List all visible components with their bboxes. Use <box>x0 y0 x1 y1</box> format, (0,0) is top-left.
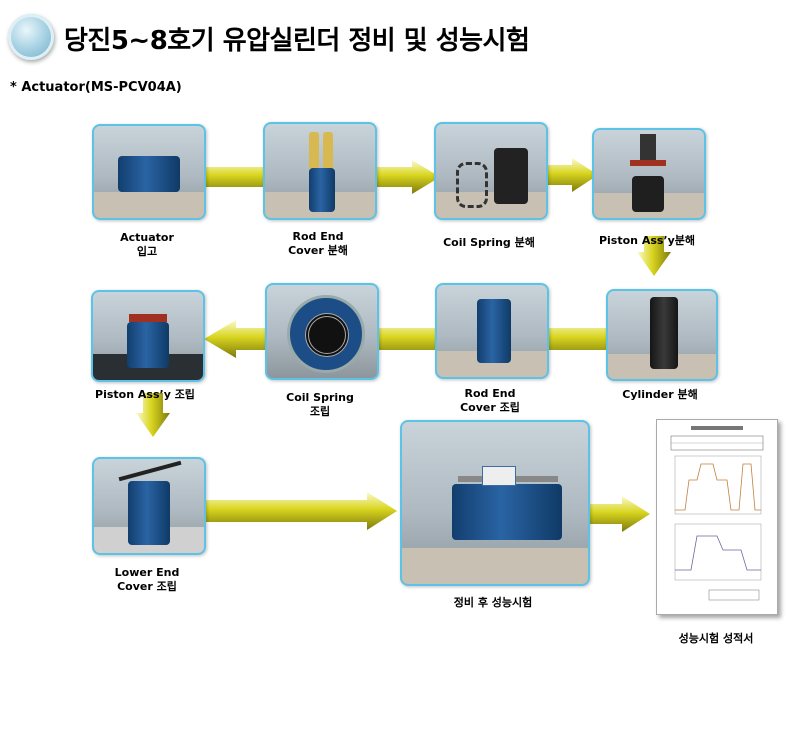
photo-coil-spring-assembly <box>265 283 379 380</box>
photo-rod-end-assembly <box>435 283 549 379</box>
photo-performance-test <box>400 420 590 586</box>
caption-coil-spring-disassembly: Coil Spring 분해 <box>443 236 535 249</box>
arrow-right-3 <box>201 492 397 530</box>
photo-cylinder-disassembly <box>606 289 718 381</box>
photo-actuator-receiving <box>92 124 206 220</box>
photo-lower-end-assembly <box>92 457 206 555</box>
page-title: 당진5~8호기 유압실린더 정비 및 성능시험 <box>64 26 530 56</box>
report-charts <box>670 426 764 601</box>
arrow-right-2 <box>536 158 598 192</box>
photo-piston-disassembly <box>592 128 706 220</box>
arrow-right-4 <box>588 496 650 532</box>
subtitle: * Actuator(MS-PCV04A) <box>10 80 182 95</box>
caption-cylinder-disassembly: Cylinder 분해 <box>622 388 698 401</box>
photo-coil-spring-disassembly <box>434 122 548 220</box>
arrow-down-2 <box>136 393 170 437</box>
caption-piston-assembly: Piston Ass’y 조립 <box>95 388 195 401</box>
caption-performance-test: 정비 후 성능시험 <box>453 596 533 609</box>
caption-piston-disassembly: Piston Ass’y분해 <box>598 234 696 247</box>
test-report-document <box>656 419 778 615</box>
orb-icon <box>8 14 54 60</box>
photo-rod-end-disassembly <box>263 122 377 220</box>
arrow-down-1 <box>637 236 671 276</box>
caption-test-report: 성능시험 성적서 <box>678 632 754 645</box>
photo-piston-assembly <box>91 290 205 382</box>
